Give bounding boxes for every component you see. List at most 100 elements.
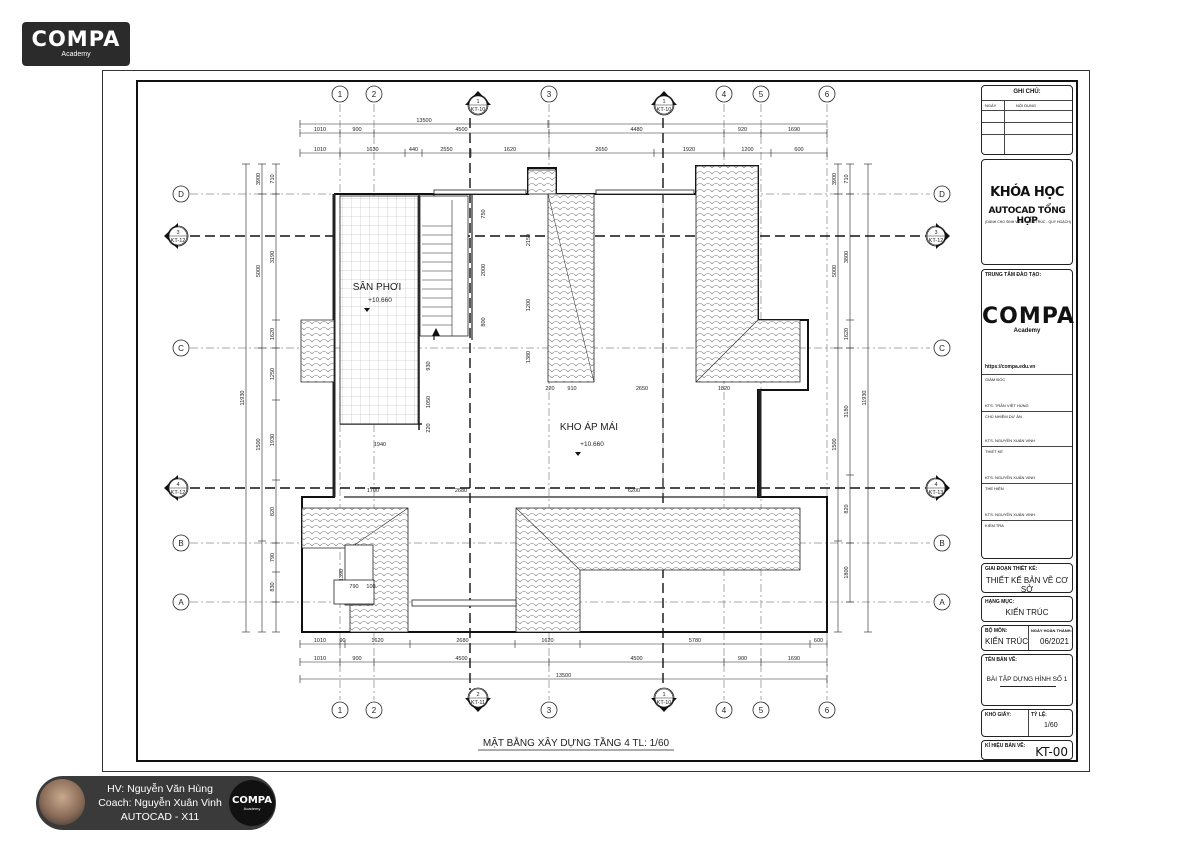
size-scale-box: KHỔ GIẤY: TỶ LỆ: 1/60 [981,709,1073,737]
stair-arrow [432,328,440,336]
dim-top-1-label: 4500 [455,127,467,133]
grid-bubble-label: 6 [825,706,830,715]
roof-bottom-right [515,507,801,633]
notes-rule [982,134,1072,135]
center-rule [982,374,1072,375]
grid-bubble [933,593,951,611]
dim-right-1-label: 820 [844,504,850,513]
dim-right-total-label: 11930 [862,391,868,406]
dim-top-2-label: 600 [794,147,803,153]
dim-left-2-label: 5000 [256,265,262,277]
dim-right-2-label: 3900 [832,173,838,185]
grid-bubble [331,85,349,103]
dim-left-1-label: 3190 [270,251,276,263]
window [433,189,527,195]
grid-bubble-label: A [939,598,945,607]
dim-left-1-label: 1250 [270,368,276,380]
roof-ridge [695,319,759,383]
size-label: KHỔ GIẤY: [985,712,1012,718]
dim-top-2-label: 2650 [595,147,607,153]
signer-role: THỂ HIỆN [985,486,1004,491]
window [595,189,695,195]
signer-row: GIÁM ĐỐC KTS. TRẦN VIỆT HÙNG [982,375,1072,411]
grid-bubble [933,339,951,357]
inner-dim-label: 6200 [628,488,640,494]
notes-rule [982,122,1072,123]
signer-role: GIÁM ĐỐC [985,377,1006,382]
badge-sub: Academy [243,806,261,811]
dim-left-2-label: 1500 [256,438,262,450]
category-value: KIẾN TRÚC [1005,608,1049,617]
notes-divider [1004,100,1005,154]
badge-brand: COMPA [232,795,272,806]
signer-name: KTS. NGUYỄN XUÂN VINH [985,475,1036,480]
title-block: GHI CHÚ: NGÀY NỘI DUNG KHÓA HỌC AUTOCAD … [976,80,1078,762]
section-tag-sheet: KT-10 [471,107,486,113]
grid-bubble [752,85,770,103]
inner-dim-label: 1700 [367,488,379,494]
dim-right-2-label: 5000 [832,265,838,277]
center-url: https://compa.edu.vn [985,364,1036,370]
notes-rule [982,100,1072,101]
course-subtitle: AUTOCAD TỔNG HỢP [988,206,1066,226]
center-rule [982,411,1072,412]
compa-logo: COMPA Academy [22,22,130,66]
section-tag-sheet: KT-12 [171,238,186,244]
grid-bubble [331,701,349,719]
drawing-name-box: TÊN BẢN VẼ: BÀI TẬP DỰNG HÌNH SỐ 1 [981,654,1073,706]
window [411,599,517,607]
center-rule [982,520,1072,521]
scale-value: 1/60 [1044,722,1058,729]
dim-right-2-label: 1500 [832,438,838,450]
category-label: HẠNG MỤC: [985,599,1015,605]
notes-rule [982,110,1072,111]
grid-bubble-label: 2 [372,706,377,715]
dim-bottom-total-label: 13500 [556,673,571,679]
grid-bubble-label: 4 [722,706,727,715]
inner-dim-label: 1940 [374,442,386,448]
grid-bubble [933,534,951,552]
coach-badge: HV: Nguyễn Văn Hùng Coach: Nguyễn Xuân V… [36,776,276,830]
dim-bottom-2-label: 4500 [630,656,642,662]
student-name: HV: Nguyễn Văn Hùng [107,783,213,795]
grid-bubble-label: 4 [722,90,727,99]
center-rule [982,483,1072,484]
section-tag-number: 4 [176,482,179,488]
dim-bottom-2-label: 1690 [788,656,800,662]
grid-bubble-label: B [178,539,183,548]
center-logo: COMPA [982,304,1075,329]
dept-value: KIẾN TRÚC [985,637,1028,646]
center-logo-sub: Academy [1013,328,1041,334]
section-tag-sheet: KT-10 [657,107,672,113]
section-tag-number: 1 [662,99,665,105]
inner-dim-label: 790 [349,584,358,590]
roof-ridge [349,507,409,549]
dim-right-1-label: 710 [844,174,850,183]
dept-label: BỘ MÔN: [985,628,1008,634]
grid-bubble [172,534,190,552]
dim-left-2-label: 3900 [256,173,262,185]
grid-bubble [933,185,951,203]
dim-top-2-label: 1620 [504,147,516,153]
dim-top-2-label: 1010 [314,147,326,153]
stair [419,195,469,337]
dim-left-1-label: 830 [270,582,276,591]
section-tag-sheet: KT-13 [929,490,944,496]
signer-role: CHỦ NHIỆM DỰ ÁN [985,414,1022,419]
section-tag-sheet: KT-12 [929,238,944,244]
date-label: NGÀY HOÀN THÀNH: [1031,628,1072,633]
drawing-sheet [102,70,1090,772]
signer-role: THIẾT KẾ [985,449,1003,454]
dim-top-1-label: 920 [738,127,747,133]
notes-col-content: NỘI DUNG [1016,103,1036,108]
dim-top-2-label: 2550 [440,147,452,153]
avatar [39,779,85,825]
room-level: +10.660 [580,441,604,448]
grid-bubble-label: C [939,344,945,353]
dim-bottom-1-label: 1620 [541,638,553,644]
level-marker [364,308,370,312]
section-tag-sheet: KT-10 [657,700,672,706]
signer-role: KIỂM TRA [985,523,1004,528]
center-label: TRUNG TÂM ĐÀO TẠO: [985,272,1042,278]
inner-dim-label: 800 [481,317,487,326]
